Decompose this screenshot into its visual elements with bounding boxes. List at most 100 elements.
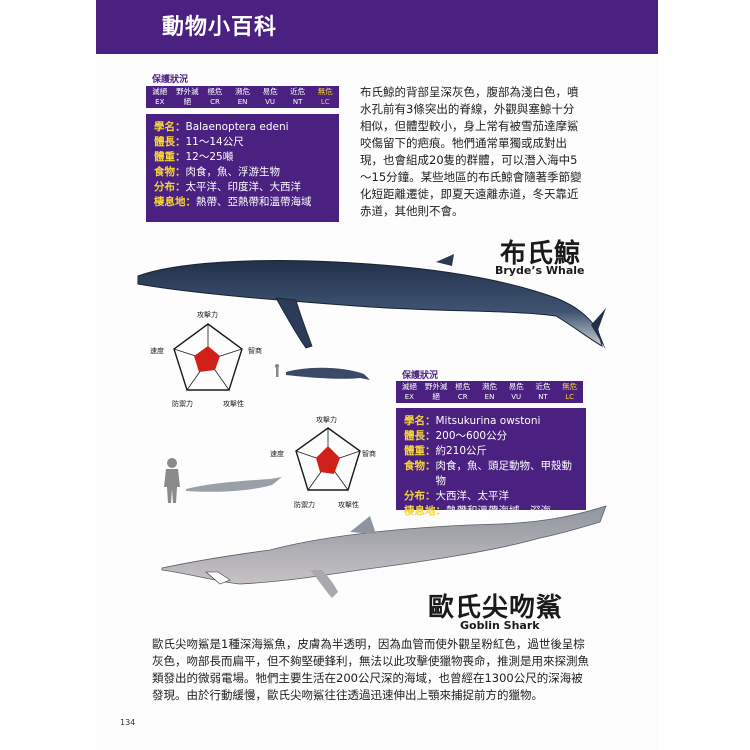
whale-status-cr: 極危 CR (201, 86, 229, 108)
shark-info-row: 棲息地：熱帶和溫帶海域、深海 (404, 504, 578, 519)
whale-radar-chart (173, 323, 243, 391)
info-value: 200～600公分 (435, 430, 508, 442)
info-separator: ： (175, 121, 186, 133)
shark-radar-label-iq: 智商 (362, 450, 376, 458)
info-value: 11～14公尺 (185, 136, 244, 148)
shark-radar-chart (295, 427, 361, 491)
info-value: 熱帶和溫帶海域、深海 (446, 505, 551, 517)
shark-illustration (161, 505, 607, 598)
whale-info-row: 體重：12～25噸 (154, 150, 331, 165)
info-separator: ： (425, 460, 436, 472)
status-en: EW (181, 108, 194, 116)
info-separator: ： (425, 445, 436, 457)
info-separator: ： (435, 505, 447, 517)
status-zh: 滅絕 (152, 87, 168, 96)
status-zh: 滅絕 (401, 382, 417, 391)
info-key: 食物 (404, 460, 425, 472)
info-key: 體長 (404, 430, 425, 442)
info-separator: ： (425, 415, 436, 427)
status-zh: 極危 (455, 382, 471, 391)
shark-info-row: 分布：大西洋、太平洋 (404, 489, 578, 504)
status-en: EX (404, 393, 414, 401)
status-en: LC (565, 393, 575, 401)
status-en: NT (292, 98, 303, 106)
status-zh: 無危 (317, 87, 333, 96)
status-zh: 野外滅絕 (424, 382, 448, 401)
shark-size-comparison (164, 458, 282, 503)
shark-info-row: 食物：肉食，魚、頭足動物、甲殼動物 (404, 459, 578, 489)
info-value: 熱帶、亞熱帶和溫帶海域 (196, 196, 312, 208)
shark-status-cr: 極危 CR (449, 381, 476, 403)
whale-illustration (137, 254, 606, 350)
status-en: CR (457, 393, 468, 401)
whale-status-vu: 易危 VU (256, 86, 284, 108)
status-zh: 易危 (262, 87, 278, 96)
status-zh: 野外滅絕 (176, 87, 199, 106)
info-separator: ： (175, 166, 186, 178)
whale-info-row: 分布：太平洋、印度洋、大西洋 (154, 180, 331, 195)
info-value: Balaenoptera edeni (185, 121, 289, 133)
status-zh: 近危 (535, 382, 551, 391)
status-en: EW (430, 403, 442, 411)
shark-info-row: 體長：200～600公分 (404, 429, 578, 444)
shark-radar-label-speed: 速度 (270, 450, 284, 458)
whale-name-zh: 布氏鯨 (500, 239, 582, 269)
info-separator: ： (175, 136, 186, 148)
whale-radar-label-attack: 攻擊力 (197, 311, 218, 319)
whale-size-comparison (275, 364, 370, 380)
info-separator: ： (425, 490, 436, 502)
info-separator: ： (185, 196, 197, 208)
whale-status-ew: 野外滅絕 EW (174, 86, 202, 116)
status-en: NT (538, 393, 548, 401)
status-en: CR (210, 98, 220, 106)
shark-radar-label-defense: 防禦力 (294, 501, 315, 509)
page-number: 134 (120, 718, 136, 727)
info-key: 體長 (154, 136, 175, 148)
whale-radar-label-aggression: 攻擊性 (223, 400, 244, 408)
shark-status-ex: 滅絕 EX (396, 381, 423, 403)
info-value: 大西洋、太平洋 (435, 490, 510, 502)
whale-radar-label-defense: 防禦力 (172, 400, 193, 408)
status-zh: 極危 (207, 87, 223, 96)
whale-radar-label-speed: 速度 (150, 347, 164, 355)
info-key: 棲息地 (404, 505, 436, 517)
status-en: VU (265, 98, 276, 106)
whale-info-row: 體長：11～14公尺 (154, 135, 331, 150)
info-key: 體重 (154, 151, 175, 163)
info-value: 12～25噸 (185, 151, 234, 163)
status-en: EN (237, 98, 248, 106)
info-key: 學名 (404, 415, 425, 427)
info-value: 約210公斤 (435, 445, 488, 457)
shark-name-zh: 歐氏尖吻鯊 (428, 593, 564, 623)
status-zh: 瀕危 (482, 382, 498, 391)
info-separator: ： (425, 430, 436, 442)
info-value: 太平洋、印度洋、大西洋 (185, 181, 302, 193)
info-separator: ： (175, 151, 186, 163)
status-en: VU (511, 393, 522, 401)
shark-status-label: 保護狀況 (402, 371, 439, 381)
whale-status-ex: 滅絕 EX (146, 86, 174, 108)
info-key: 棲息地 (154, 196, 186, 208)
status-en: EX (155, 98, 165, 106)
shark-radar-label-attack: 攻擊力 (316, 416, 337, 424)
whale-description: 布氏鯨的背部呈深灰色，腹部為淺白色，噴水孔前有3條突出的脊線，外觀與塞鯨十分相似… (360, 85, 582, 218)
header-bar: 動物小百科 (96, 0, 658, 54)
whale-status-en: 瀕危 EN (229, 86, 257, 108)
info-value: Mitsukurina owstoni (435, 415, 541, 427)
shark-info-row: 體重：約210公斤 (404, 444, 578, 459)
info-key: 分布 (154, 181, 175, 193)
info-value: 肉食，魚、頭足動物、甲殼動物 (435, 460, 573, 487)
shark-info-row: 學名：Mitsukurina owstoni (404, 414, 578, 429)
status-zh: 瀕危 (235, 87, 251, 96)
shark-radar-label-aggression: 攻擊性 (338, 501, 359, 509)
page-title: 動物小百科 (162, 15, 278, 40)
info-key: 學名 (154, 121, 175, 133)
